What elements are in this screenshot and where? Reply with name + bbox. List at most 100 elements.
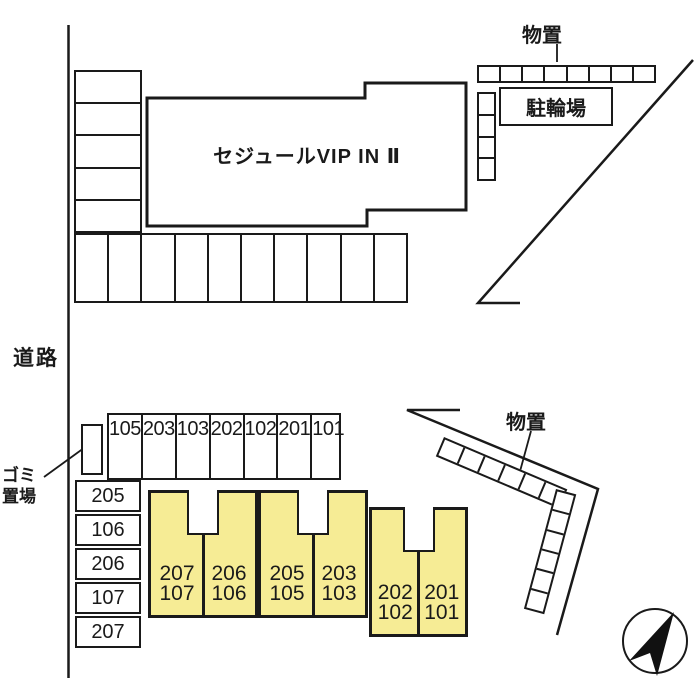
block-divider [201,535,205,615]
parking-space [107,235,140,301]
bicycle-parking-label: 駐輪場 [526,98,586,120]
space-number: 207 [159,562,195,585]
garbage-label-line1: ゴミ [2,466,36,485]
upper-parking-column [74,70,142,233]
storage-cell [631,67,654,81]
block-divider [311,535,315,615]
storage-cell [543,67,565,81]
parking-space: 105 [109,415,141,478]
storage-cell [479,67,499,81]
parking-space [76,235,107,301]
space-number: 107 [91,586,125,609]
upper-parking-row [74,233,408,303]
parking-space [206,235,240,301]
parking-space [76,134,140,166]
parking-space: 103 [174,415,209,478]
space-number: 105 [109,418,141,440]
compass-north-east-icon [622,608,688,676]
parking-space [240,235,273,301]
storage-bottom-leader-line [518,430,532,476]
boundary-line-ne [475,59,694,305]
space-number: 103 [176,418,209,440]
space-number: 201 [278,418,311,440]
numbered-parking-row: 105 203 103 202 102 201 101 [107,413,345,480]
parking-space-pair: 206 106 [203,493,255,615]
parking-space [76,102,140,134]
parking-space: 102 [242,415,277,478]
space-number: 102 [377,601,413,624]
storage-cell [587,67,610,81]
parking-space-pair: 203 103 [313,493,365,615]
storage-bottom-label: 物置 [506,412,546,434]
storage-cell [609,67,632,81]
entrance-notch [297,490,329,535]
space-number: 106 [91,518,125,541]
parking-space [76,198,140,231]
storage-cell [479,135,494,158]
space-number: 101 [424,601,460,624]
highlighted-parking-block: 202 102 201 101 [369,507,468,637]
storage-cell [565,67,588,81]
space-number: 205 [269,562,305,585]
space-number: 206 [211,562,247,585]
parking-space [76,72,140,102]
garbage-leader-line [43,447,85,478]
space-number: 101 [312,418,345,440]
space-number: 202 [210,418,243,440]
parking-space: 205 [75,480,141,512]
space-number: 107 [159,582,195,605]
bicycle-parking-box: 駐輪場 [499,87,613,126]
space-number: 203 [142,418,175,440]
parking-space: 101 [310,415,345,478]
garbage-label-line2: 置場 [2,487,36,506]
highlighted-parking-block: 205 105 203 103 [258,490,368,618]
parking-space: 206 [75,548,141,580]
parking-space [273,235,306,301]
parking-space-pair: 207 107 [151,493,203,615]
space-number: 205 [91,484,125,507]
storage-cell [479,113,494,136]
parking-space: 207 [75,616,141,648]
space-number: 105 [269,582,305,605]
parking-space: 201 [276,415,311,478]
building-name-label: セジュールVIP IN Ⅱ [213,146,401,168]
parking-space [76,166,140,199]
parking-space: 106 [75,514,141,546]
parking-space [339,235,373,301]
garbage-area-box [81,424,103,475]
building-outline [145,81,468,228]
space-number: 206 [91,552,125,575]
storage-cell [479,157,494,179]
garbage-area-label: ゴミ 置場 [2,465,46,507]
storage-cell [526,587,549,612]
storage-cell [499,67,521,81]
space-number: 102 [244,418,277,440]
parking-space [173,235,207,301]
parking-space-pair: 202 102 [372,510,419,634]
space-number: 203 [321,562,357,585]
storage-shed-column [477,92,496,181]
space-number: 202 [377,581,413,604]
parking-space [372,235,406,301]
space-number: 103 [321,582,357,605]
space-number: 201 [424,581,460,604]
block-divider [417,552,420,634]
storage-shed-row [477,65,656,83]
storage-cell [479,94,494,114]
parking-space: 107 [75,582,141,614]
parking-space [306,235,339,301]
parking-space [140,235,173,301]
boundary-line-se [406,408,600,636]
space-number: 106 [211,582,247,605]
entrance-notch [187,490,219,535]
space-number: 207 [91,620,125,643]
parking-space: 203 [140,415,175,478]
parking-space-pair: 205 105 [261,493,313,615]
parking-space-pair: 201 101 [419,510,466,634]
parking-space: 202 [208,415,243,478]
storage-cell [521,67,543,81]
highlighted-parking-block: 207 107 206 106 [148,490,258,618]
road-label: 道路 [13,347,59,370]
